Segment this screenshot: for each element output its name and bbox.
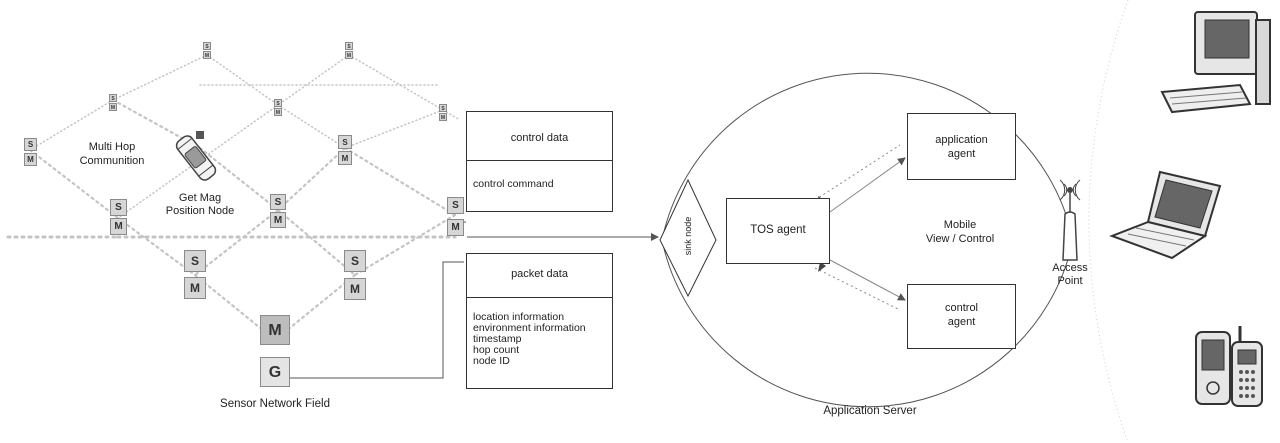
node-s: S [270, 194, 286, 210]
node-m: M [260, 315, 290, 345]
packet-data-item: environment information [473, 322, 586, 334]
control-data-divider [467, 160, 612, 161]
pda-icon [1195, 331, 1231, 405]
application-agent-line2: agent [947, 148, 976, 160]
multi-hop-label: Multi Hop Communition [72, 140, 152, 168]
mobile-view-label: Mobile View / Control [910, 218, 1010, 246]
node-s: S [447, 197, 464, 214]
sink-node-diamond [659, 178, 717, 298]
node-m: M [184, 277, 206, 299]
node-m: M [203, 51, 211, 59]
node-s: S [184, 250, 206, 272]
packet-data-item: node ID [473, 355, 510, 367]
node-m: M [447, 219, 464, 236]
get-mag-label: Get Mag Position Node [160, 192, 240, 218]
control-agent-box: control agent [907, 284, 1016, 349]
control-data-title: control data [510, 132, 569, 144]
control-command-item: control command [473, 178, 554, 190]
sensor-network-field-label: Sensor Network Field [220, 398, 330, 410]
packet-data-divider [467, 297, 612, 298]
node-m: M [274, 108, 282, 116]
node-s: S [439, 104, 447, 112]
node-s: S [203, 42, 211, 50]
packet-data-item: location information [473, 311, 565, 323]
tos-agent-box: TOS agent [726, 198, 830, 264]
car-icon [175, 135, 217, 181]
node-s: S [24, 138, 37, 151]
multi-hop-label-line1: Multi Hop [88, 141, 136, 153]
node-m: M [109, 103, 117, 111]
position-node-marker [196, 131, 204, 139]
application-server-label: Application Server [823, 405, 917, 417]
node-m: M [110, 218, 127, 235]
antenna-icon [1059, 179, 1081, 261]
node-m: M [24, 153, 37, 166]
access-point-label: Access Point [1040, 262, 1100, 288]
get-mag-label-line1: Get Mag [178, 192, 222, 204]
get-mag-label-line2: Position Node [165, 205, 235, 217]
node-s: S [338, 135, 352, 149]
node-s: S [110, 199, 127, 216]
laptop-icon [1109, 170, 1222, 260]
packet-data-item: timestamp [473, 333, 522, 345]
mobile-devices-boundary [1088, 0, 1129, 443]
node-m: M [344, 278, 366, 300]
control-agent-line1: control [944, 302, 979, 314]
tos-agent-label: TOS agent [750, 224, 806, 236]
mobile-view-line2: View / Control [925, 233, 995, 245]
application-agent-box: application agent [907, 113, 1016, 180]
control-data-box: control data control command [466, 111, 613, 212]
mobile-view-line1: Mobile [943, 219, 977, 231]
node-s: S [345, 42, 353, 50]
access-point-line2: Point [1057, 275, 1083, 287]
packet-data-item: hop count [473, 344, 520, 356]
mobile-phone-icon [1231, 326, 1263, 407]
desktop-computer-icon [1160, 11, 1271, 114]
access-point-line1: Access [1052, 262, 1088, 274]
node-m: M [270, 212, 286, 228]
node-s: S [109, 94, 117, 102]
control-agent-line2: agent [947, 316, 976, 328]
node-g: G [260, 357, 290, 387]
packet-data-box: packet data location information environ… [466, 253, 613, 389]
node-m: M [439, 113, 447, 121]
link-gateway-to-packet-data [290, 261, 464, 379]
application-agent-line1: application [935, 134, 988, 146]
packet-data-title: packet data [511, 268, 568, 280]
multi-hop-label-line2: Communition [79, 155, 145, 167]
node-s: S [274, 99, 282, 107]
node-m: M [338, 151, 352, 165]
node-m: M [345, 51, 353, 59]
sink-node-label: sink node [683, 216, 693, 256]
node-s: S [344, 250, 366, 272]
